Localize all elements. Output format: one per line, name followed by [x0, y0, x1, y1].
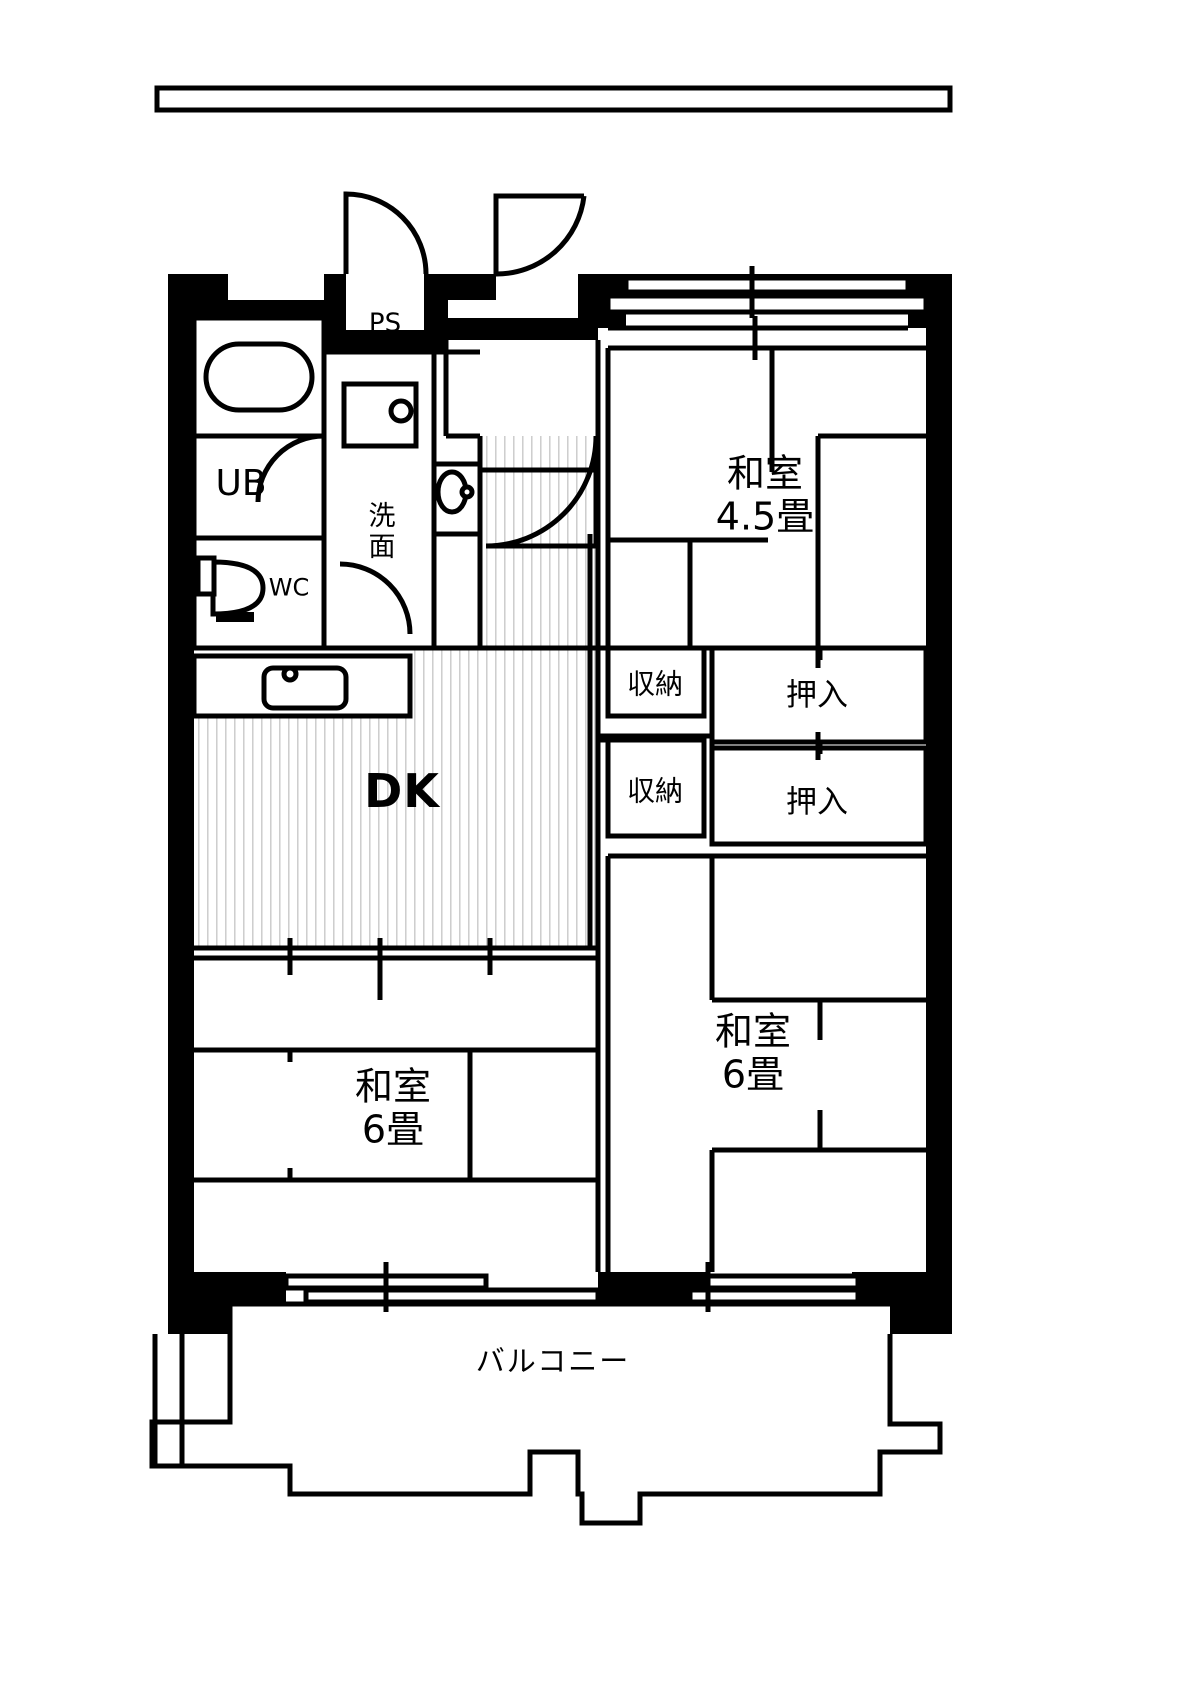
storage-label-shuno-lower: 収納	[626, 774, 684, 808]
room-label-washitsu-45: 和室 4.5畳	[716, 452, 814, 537]
room-label-line1: 和室	[714, 1009, 792, 1054]
tatami-mat-icon	[287, 316, 821, 975]
room-label-washitsu-6-right: 和室 6畳	[715, 1010, 791, 1095]
stove-icon	[388, 398, 414, 424]
room-label-line1: 和室	[726, 451, 803, 496]
bathtub-icon	[203, 341, 315, 413]
outdoor-label-balcony: バルコニー	[475, 1343, 631, 1378]
door-swing-icon	[255, 191, 599, 635]
room-label-line1: 和室	[354, 1064, 432, 1109]
dk-flooring-hatch	[194, 436, 598, 948]
room-label-line2: 4.5畳	[715, 494, 815, 538]
sink-icon	[261, 665, 349, 711]
washroom-label-line2: 面	[368, 532, 396, 563]
fixture-label-washroom: 洗 面	[369, 501, 396, 563]
fixture-label-unit-bath: UB	[215, 462, 267, 504]
balcony-outline	[149, 1301, 943, 1526]
room-label-line2: 6畳	[361, 1107, 425, 1151]
washroom-label-line1: 洗	[368, 500, 396, 532]
corridor-bar	[154, 85, 953, 113]
toilet-icon	[195, 555, 266, 622]
storage-label-shuno-upper: 収納	[626, 667, 684, 701]
storage-label-oshiire-lower: 押入	[786, 784, 848, 821]
room-label-line2: 6畳	[721, 1052, 785, 1096]
washbasin-icon	[435, 469, 475, 515]
room-label-dk: DK	[364, 764, 440, 819]
fixture-label-toilet: WC	[268, 573, 310, 602]
fixture-label-pipe-shaft: PS	[368, 308, 402, 339]
storage-label-oshiire-upper: 押入	[786, 677, 848, 714]
room-label-washitsu-6-left: 和室 6畳	[355, 1065, 431, 1150]
